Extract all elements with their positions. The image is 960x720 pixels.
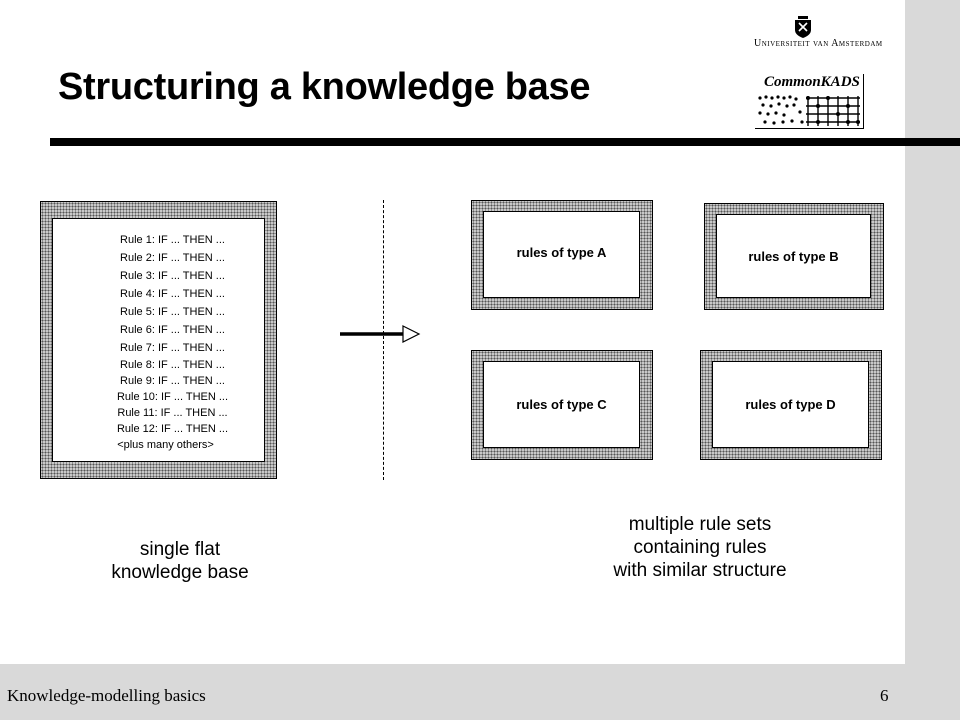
- rule-set-c-label: rules of type C: [516, 397, 607, 412]
- right-arrow-icon: [340, 325, 421, 343]
- rule-item: Rule 1: IF ... THEN ...: [120, 234, 225, 246]
- rule-item: Rule 9: IF ... THEN ...: [120, 375, 225, 387]
- rule-item: Rule 6: IF ... THEN ...: [120, 324, 225, 336]
- rule-list: Rule 1: IF ... THEN ... Rule 2: IF ... T…: [52, 231, 265, 437]
- rule-item: Rule 10: IF ... THEN ...: [116, 391, 229, 403]
- rule-item: Rule 4: IF ... THEN ...: [120, 288, 225, 300]
- rule-set-d-label: rules of type D: [745, 397, 836, 412]
- rule-item: Rule 12: IF ... THEN ...: [116, 423, 229, 435]
- right-margin-band: [905, 0, 960, 720]
- caption-line: containing rules: [633, 537, 767, 558]
- rule-set-c-inner: [483, 361, 640, 448]
- footer-band: [0, 664, 960, 720]
- caption-line: multiple rule sets: [628, 514, 772, 535]
- rule-set-a-label: rules of type A: [516, 245, 607, 260]
- commonkads-logo-frame: [755, 74, 864, 129]
- university-name: Universiteit van Amsterdam: [754, 38, 883, 49]
- dashed-divider: [383, 200, 384, 480]
- rule-item: Rule 5: IF ... THEN ...: [120, 306, 225, 318]
- slide-title: Structuring a knowledge base: [58, 66, 591, 108]
- flat-kb-caption: single flat knowledge base: [60, 538, 300, 584]
- rule-item: Rule 7: IF ... THEN ...: [120, 342, 225, 354]
- commonkads-logo-dots-icon: [758, 95, 860, 126]
- flat-knowledge-base-inner: [52, 218, 265, 462]
- caption-line: single flat: [139, 539, 221, 560]
- university-crest-icon: [795, 16, 811, 38]
- rule-set-a-inner: [483, 211, 640, 298]
- title-underline: [50, 138, 960, 146]
- footer-course-title: Knowledge-modelling basics: [7, 686, 206, 705]
- rule-item: Rule 8: IF ... THEN ...: [120, 359, 225, 371]
- commonkads-logo-text: CommonKADS: [764, 74, 860, 90]
- rule-set-b-inner: [716, 214, 871, 298]
- page-number: 6: [880, 686, 889, 705]
- rule-item: Rule 3: IF ... THEN ...: [120, 270, 225, 282]
- caption-line: knowledge base: [111, 562, 249, 583]
- more-rules-note: <plus many others>: [117, 439, 214, 451]
- rule-item: Rule 11: IF ... THEN ...: [117, 407, 228, 419]
- rule-sets-caption: multiple rule sets containing rules with…: [555, 513, 845, 582]
- rule-set-b-label: rules of type B: [748, 249, 839, 264]
- rule-item: Rule 2: IF ... THEN ...: [120, 252, 225, 264]
- caption-line: with similar structure: [613, 560, 787, 581]
- rule-set-d-inner: [712, 361, 869, 448]
